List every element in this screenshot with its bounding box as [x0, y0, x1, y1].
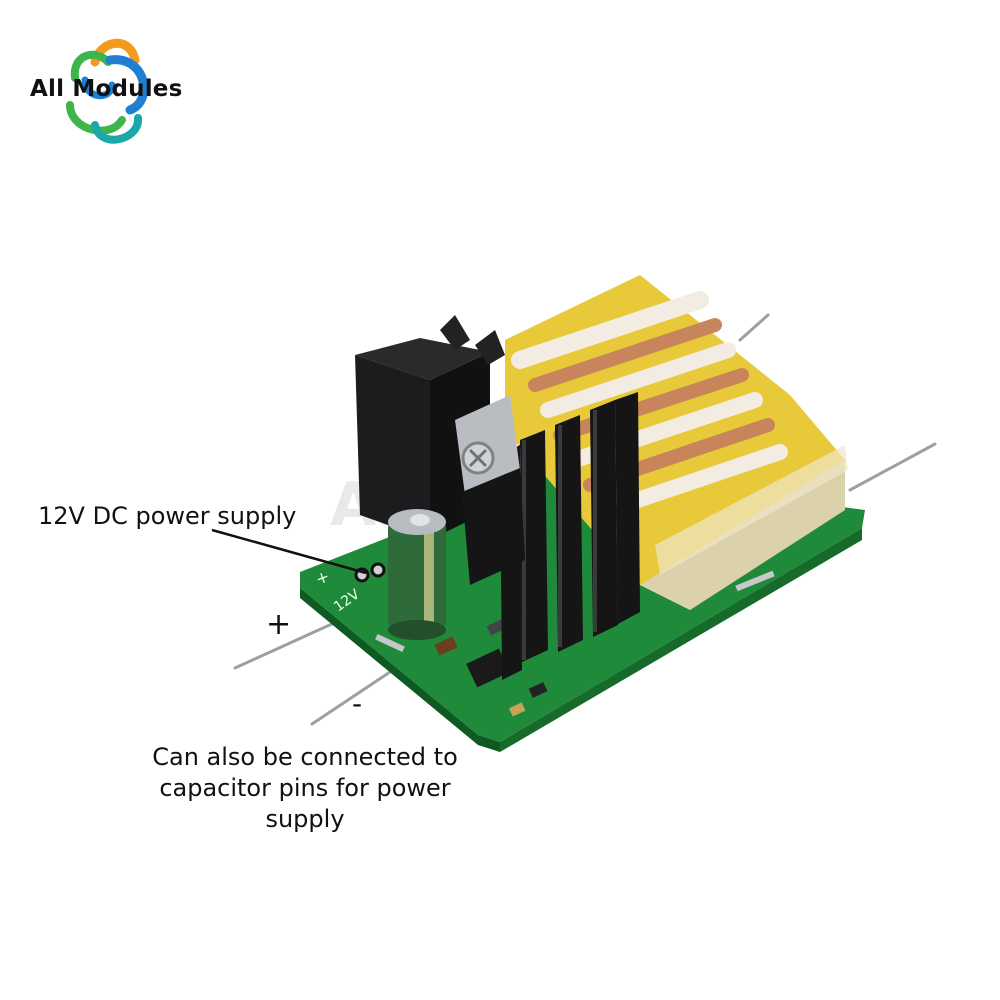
polarity-marking: + — [313, 566, 332, 588]
power-supply-label: 12V DC power supply — [38, 502, 297, 530]
circuit-module: + 12V — [233, 275, 937, 752]
brand-logo-icon — [66, 38, 149, 144]
callout-line — [211, 528, 367, 575]
output-wire-top — [738, 313, 770, 342]
negative-terminal-label: - — [352, 687, 363, 720]
brand-logo-text: All Modules — [30, 76, 183, 102]
heatsink — [355, 315, 640, 680]
output-wire-right — [848, 442, 937, 492]
electrolytic-capacitor — [388, 509, 446, 640]
negative-wire — [310, 660, 407, 726]
ic-chip — [466, 648, 510, 688]
capacitor-note-label: Can also be connected to capacitor pins … — [152, 743, 458, 833]
positive-wire — [233, 616, 347, 670]
positive-terminal-label: + — [266, 607, 292, 642]
